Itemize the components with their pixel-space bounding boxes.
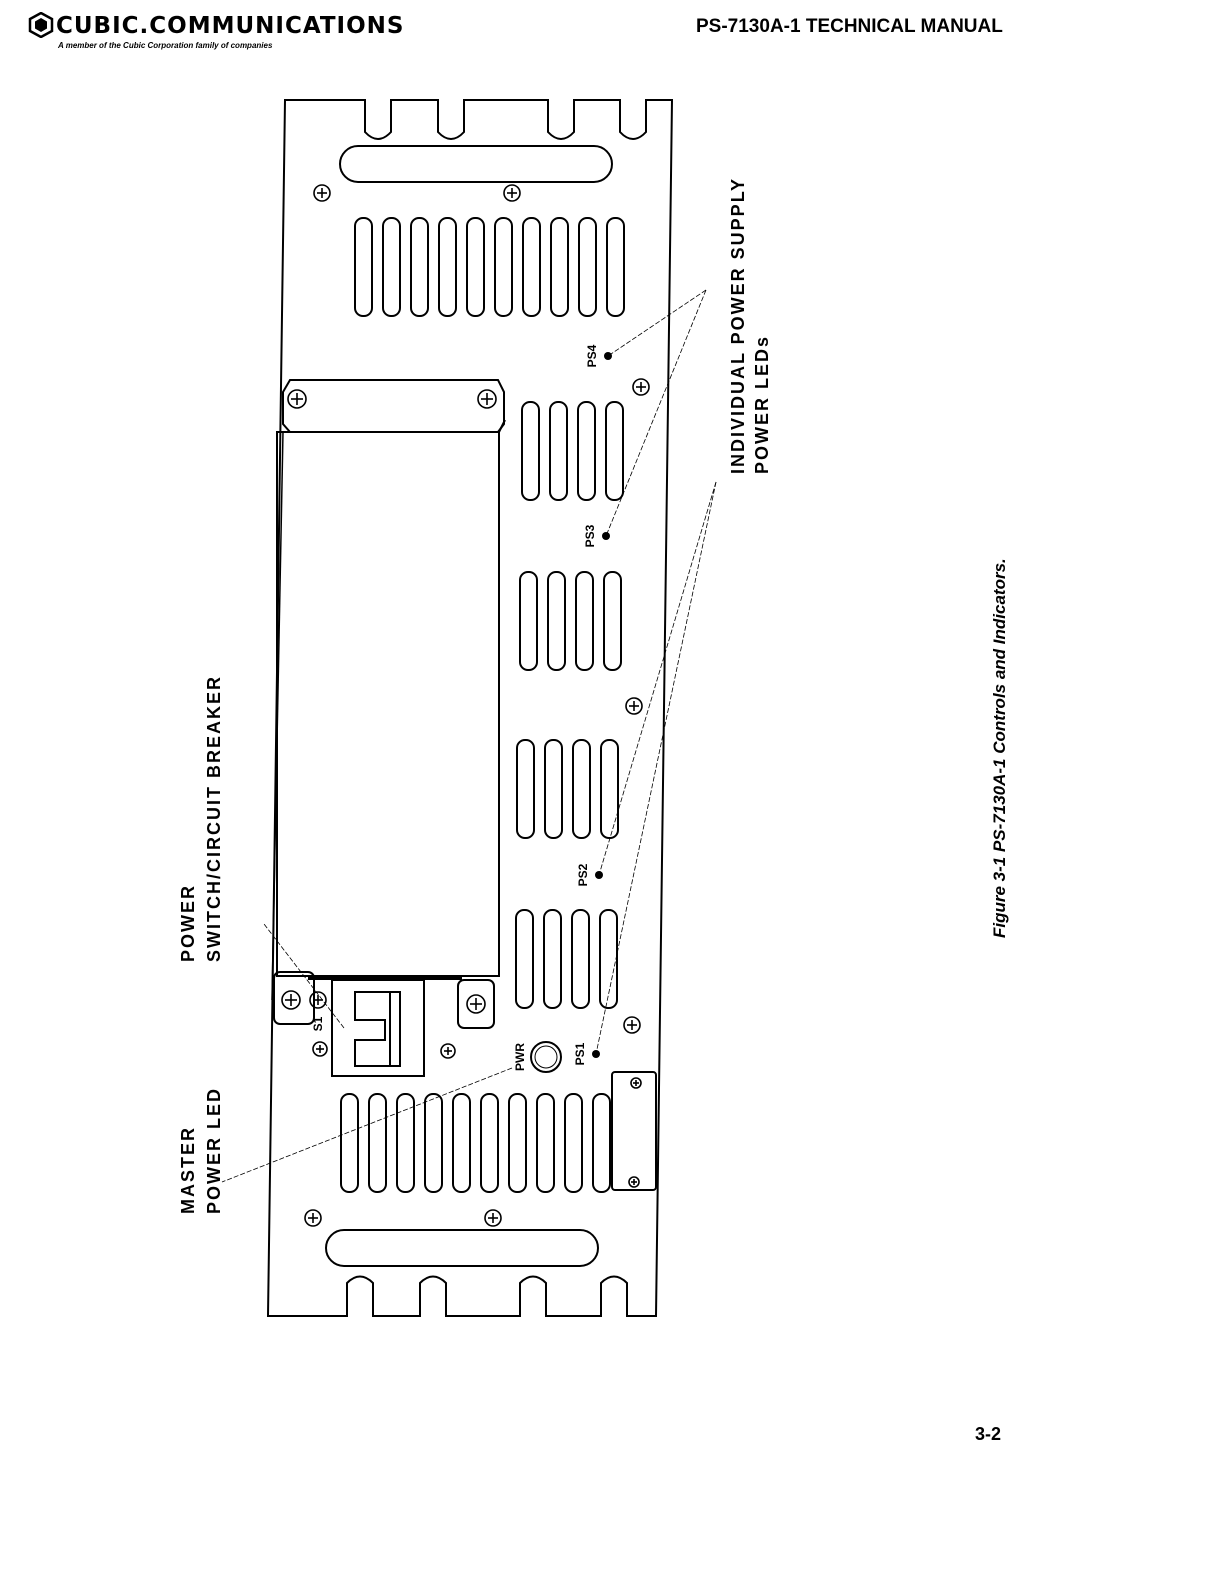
ps2-label: PS2 — [576, 863, 590, 886]
figure-caption: Figure 3-1 PS-7130A-1 Controls and Indic… — [990, 558, 1009, 938]
access-plate — [612, 1072, 656, 1190]
individual-callout-line2: POWER LEDs — [752, 335, 772, 474]
screw-icon — [478, 390, 496, 408]
screw-icon — [485, 1210, 501, 1226]
vent — [467, 218, 484, 316]
top-vent-group — [355, 218, 624, 316]
screw-icon — [629, 1177, 639, 1187]
vent — [544, 910, 561, 1008]
vent — [601, 740, 618, 838]
vent — [545, 740, 562, 838]
s1-label: S1 — [311, 1016, 325, 1031]
vent — [481, 1094, 498, 1192]
ps1-label: PS1 — [573, 1042, 587, 1065]
vent — [453, 1094, 470, 1192]
ps3-label: PS3 — [583, 524, 597, 547]
breaker-toggle — [355, 992, 400, 1066]
vent — [369, 1094, 386, 1192]
screw-icon — [624, 1017, 640, 1033]
vent — [579, 218, 596, 316]
vent — [341, 1094, 358, 1192]
vent — [439, 218, 456, 316]
vent — [606, 402, 623, 500]
vent — [425, 1094, 442, 1192]
vent — [578, 402, 595, 500]
power-callout-line1: POWER — [178, 884, 198, 962]
vent — [548, 572, 565, 670]
leader-line-ps1 — [596, 482, 716, 1054]
top-handle-slot — [340, 146, 612, 182]
individual-callout-line1: INDIVIDUAL POWER SUPPLY — [728, 177, 748, 474]
vent — [509, 1094, 526, 1192]
screw-icon — [631, 1078, 641, 1088]
vent — [573, 740, 590, 838]
vent — [537, 1094, 554, 1192]
ps4-led-icon — [604, 352, 612, 360]
screw-icon — [626, 698, 642, 714]
vent — [495, 218, 512, 316]
breaker-housing — [332, 980, 424, 1076]
screw-icon — [467, 995, 485, 1013]
vent — [523, 218, 540, 316]
vent-group-3 — [517, 740, 618, 838]
vent — [516, 910, 533, 1008]
screw-icon — [313, 1042, 327, 1056]
vent — [551, 218, 568, 316]
master-callout-line2: POWER LED — [204, 1087, 224, 1214]
leader-line-ps4 — [608, 290, 706, 356]
screw-icon — [314, 185, 330, 201]
page-number: 3-2 — [975, 1424, 1001, 1445]
screw-icon — [633, 379, 649, 395]
vent-group-2 — [520, 572, 621, 670]
screw-icon — [305, 1210, 321, 1226]
vent — [383, 218, 400, 316]
vent-group-1 — [522, 402, 623, 500]
vent — [593, 1094, 610, 1192]
ps3-led-icon — [602, 532, 610, 540]
vent — [607, 218, 624, 316]
screw-icon — [441, 1044, 455, 1058]
bottom-handle-slot — [326, 1230, 598, 1266]
ps4-label: PS4 — [585, 344, 599, 367]
screw-icon — [288, 390, 306, 408]
bottom-vent-group — [341, 1094, 610, 1192]
leader-line-ps3 — [606, 290, 706, 536]
power-callout-line2: SWITCH/CIRCUIT BREAKER — [204, 675, 224, 962]
vent — [604, 572, 621, 670]
vent — [565, 1094, 582, 1192]
vent — [517, 740, 534, 838]
breaker-cover-top-bracket — [283, 380, 504, 432]
screw-icon — [504, 185, 520, 201]
vent — [572, 910, 589, 1008]
pwr-label: PWR — [513, 1043, 527, 1071]
leader-line-ps2 — [599, 482, 716, 875]
vent — [411, 218, 428, 316]
breaker-cover-plate — [277, 432, 499, 976]
leader-line-pwr — [222, 1068, 512, 1182]
vent-group-4 — [516, 910, 617, 1008]
vent — [522, 402, 539, 500]
vent — [355, 218, 372, 316]
vent — [550, 402, 567, 500]
vent — [576, 572, 593, 670]
screw-icon — [282, 991, 300, 1009]
vent — [520, 572, 537, 670]
vent — [397, 1094, 414, 1192]
master-callout-line1: MASTER — [178, 1126, 198, 1214]
